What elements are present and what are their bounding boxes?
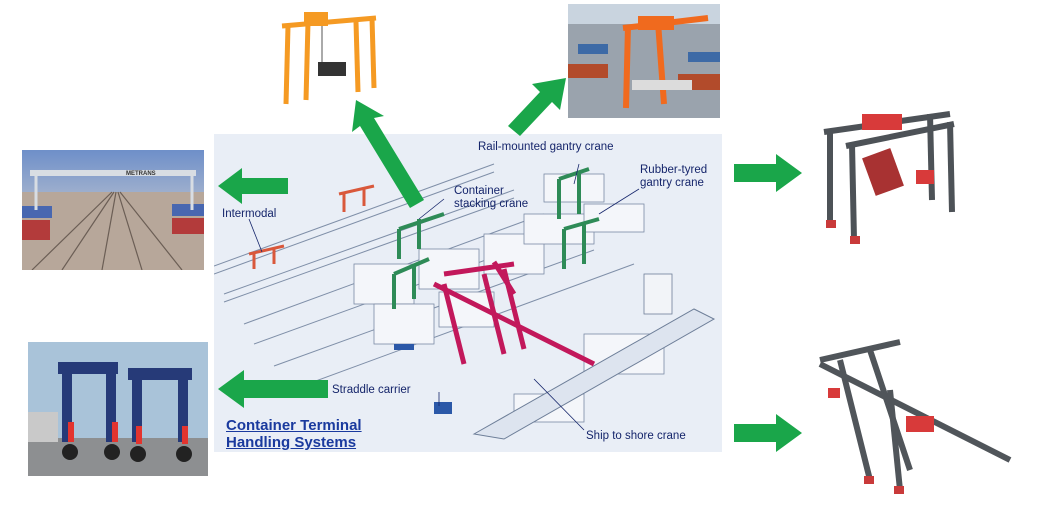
arrow-to-rmg bbox=[352, 100, 424, 208]
label-rubber-tyred-line2: gantry crane bbox=[640, 177, 704, 189]
arrow-to-intermodal bbox=[218, 168, 288, 204]
straddle-carrier-photo bbox=[28, 342, 208, 476]
terminal-illustration bbox=[214, 163, 716, 440]
rmg-crane-model bbox=[790, 92, 970, 252]
label-rubber-tyred-line1: Rubber-tyred bbox=[640, 164, 708, 176]
diagram-title-line1: Container Terminal bbox=[226, 417, 362, 434]
sts-crane-model bbox=[810, 330, 1030, 506]
label-container-stacking-line2: stacking crane bbox=[454, 198, 529, 210]
label-rail-mounted-gantry: Rail-mounted gantry crane bbox=[478, 141, 614, 153]
arrow-to-sts-model bbox=[734, 414, 802, 452]
terminal-diagram: Rail-mounted gantry crane Rubber-tyred g… bbox=[214, 134, 722, 452]
diagram-title-line2: Handling Systems bbox=[226, 434, 357, 451]
arrow-to-straddle-carrier bbox=[218, 370, 328, 408]
label-container-stacking-line1: Container bbox=[454, 185, 504, 197]
metrans-sign: METRANS bbox=[126, 171, 156, 177]
label-straddle-carrier: Straddle carrier bbox=[332, 384, 411, 396]
label-ship-to-shore: Ship to shore crane bbox=[586, 430, 686, 442]
arrow-to-rmg-model bbox=[734, 154, 802, 192]
label-intermodal: Intermodal bbox=[222, 208, 277, 220]
rtg-photo bbox=[568, 4, 720, 118]
intermodal-photo: METRANS bbox=[22, 150, 204, 270]
rmg-crane-image bbox=[268, 4, 386, 112]
arrow-to-rtg bbox=[508, 78, 566, 136]
